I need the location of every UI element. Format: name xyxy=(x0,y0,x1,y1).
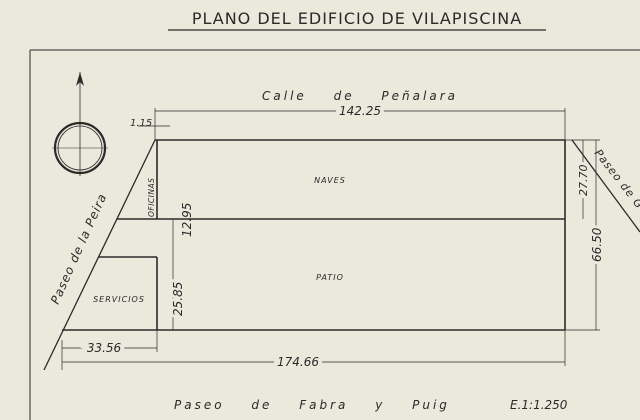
dim-servicios-width: 33.56 xyxy=(87,341,122,355)
north-arrow-icon xyxy=(52,72,108,176)
plan-title: PLANO DEL EDIFICIO DE VILAPISCINA xyxy=(192,9,522,28)
dim-top-length: 142.25 xyxy=(339,104,381,118)
street-left-label: Paseo de la Peira xyxy=(48,191,110,306)
dim-naves-depth: 27.70 xyxy=(577,165,590,197)
dim-total-depth: 66.50 xyxy=(590,227,604,262)
building-outline xyxy=(43,139,640,371)
dim-bottom-length: 174.66 xyxy=(277,355,319,369)
scale-label: E.1:1.250 xyxy=(510,398,568,412)
zone-patio: PATIO xyxy=(316,273,344,282)
zone-naves: NAVES xyxy=(314,176,346,185)
zone-oficinas: OFICINAS xyxy=(147,178,156,217)
street-top-label: Calle de Peñalara xyxy=(262,89,458,103)
dim-middle-step: 12.95 xyxy=(180,203,194,237)
street-bottom-label: Paseo de Fabra y Puig xyxy=(174,398,450,412)
dim-servicios-depth: 25.85 xyxy=(171,282,185,316)
zone-servicios: SERVICIOS xyxy=(93,295,145,304)
dimension-lines xyxy=(61,108,600,370)
street-right-label: Paseo de G xyxy=(592,147,640,212)
dim-offset: 1.15 xyxy=(130,118,152,129)
